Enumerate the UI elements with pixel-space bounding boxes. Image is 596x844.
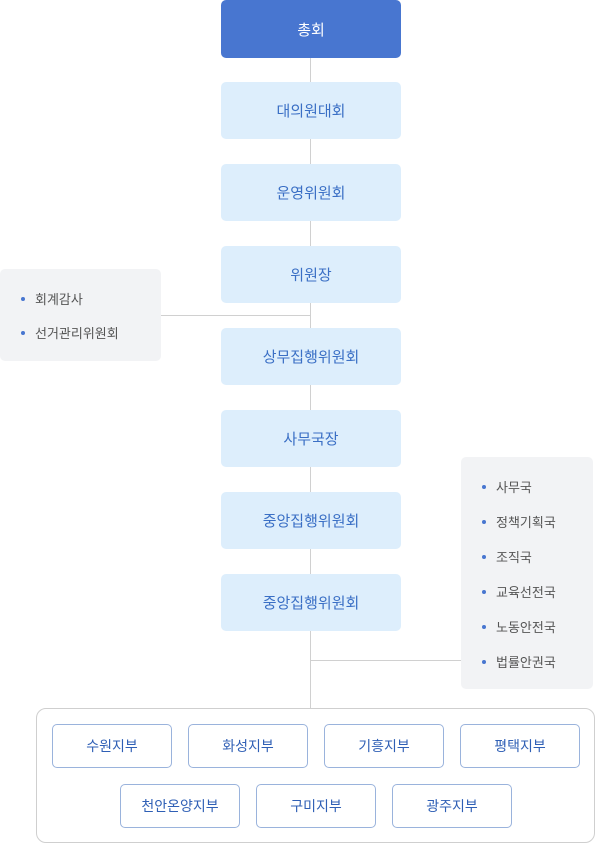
org-box-level-2[interactable]: 운영위원회 [221, 164, 401, 221]
org-box-label: 중앙집행위원회 [262, 512, 360, 530]
org-box-general-assembly[interactable]: 총회 [221, 0, 401, 58]
list-item-label: 노동안전국 [496, 621, 556, 636]
list-item[interactable]: 선거관리위원회 [21, 323, 119, 342]
org-box-label: 총회 [297, 20, 325, 39]
branch-label: 천안온양지부 [141, 799, 219, 815]
bullet-icon [21, 330, 25, 335]
org-box-label: 대의원대회 [276, 102, 346, 120]
branch-button-pyeongtaek[interactable]: 평택지부 [460, 724, 580, 768]
branch-label: 수원지부 [86, 739, 138, 755]
branch-button-giheung[interactable]: 기흥지부 [324, 724, 444, 768]
list-item[interactable]: 교육선전국 [482, 582, 556, 601]
org-box-label: 상무집행위원회 [262, 348, 360, 366]
list-item[interactable]: 법률안권국 [482, 652, 556, 671]
list-item-label: 조직국 [496, 551, 532, 566]
org-box-level-7[interactable]: 중앙집행위원회 [221, 574, 401, 631]
branch-label: 평택지부 [494, 739, 546, 755]
branch-button-gumi[interactable]: 구미지부 [256, 784, 376, 828]
list-item-label: 정책기획국 [496, 516, 556, 531]
branch-button-gwangju[interactable]: 광주지부 [392, 784, 512, 828]
right-side-panel: 사무국 정책기획국 조직국 교육선전국 노동안전국 법률안권국 [461, 457, 593, 689]
list-item-label: 회계감사 [35, 293, 83, 308]
list-item[interactable]: 회계감사 [21, 289, 83, 308]
left-panel-connector [161, 315, 311, 316]
branch-button-hwaseong[interactable]: 화성지부 [188, 724, 308, 768]
list-item[interactable]: 노동안전국 [482, 617, 556, 636]
bullet-icon [482, 519, 486, 524]
list-item-label: 법률안권국 [496, 656, 556, 671]
org-box-label: 사무국장 [283, 430, 339, 448]
branch-label: 광주지부 [426, 799, 478, 815]
org-box-level-1[interactable]: 대의원대회 [221, 82, 401, 139]
org-box-level-6[interactable]: 중앙집행위원회 [221, 492, 401, 549]
list-item-label: 사무국 [496, 481, 532, 496]
bullet-icon [482, 484, 486, 489]
org-box-level-3[interactable]: 위원장 [221, 246, 401, 303]
branch-label: 구미지부 [290, 799, 342, 815]
org-box-level-5[interactable]: 사무국장 [221, 410, 401, 467]
bullet-icon [482, 659, 486, 664]
list-item-label: 교육선전국 [496, 586, 556, 601]
bullet-icon [482, 589, 486, 594]
list-item[interactable]: 조직국 [482, 547, 532, 566]
list-item[interactable]: 정책기획국 [482, 512, 556, 531]
org-box-level-4[interactable]: 상무집행위원회 [221, 328, 401, 385]
list-item[interactable]: 사무국 [482, 477, 532, 496]
branch-label: 화성지부 [222, 739, 274, 755]
branch-button-suwon[interactable]: 수원지부 [52, 724, 172, 768]
right-panel-connector [310, 660, 461, 661]
org-box-label: 운영위원회 [276, 184, 346, 202]
bullet-icon [21, 296, 25, 301]
org-box-label: 위원장 [290, 266, 332, 284]
bullet-icon [482, 554, 486, 559]
list-item-label: 선거관리위원회 [35, 327, 119, 342]
org-box-label: 중앙집행위원회 [262, 594, 360, 612]
left-side-panel: 회계감사 선거관리위원회 [0, 269, 161, 361]
branches-container: 수원지부 화성지부 기흥지부 평택지부 천안온양지부 구미지부 광주지부 [36, 708, 595, 843]
branch-label: 기흥지부 [358, 739, 410, 755]
branch-button-cheonan-onyang[interactable]: 천안온양지부 [120, 784, 240, 828]
bullet-icon [482, 624, 486, 629]
